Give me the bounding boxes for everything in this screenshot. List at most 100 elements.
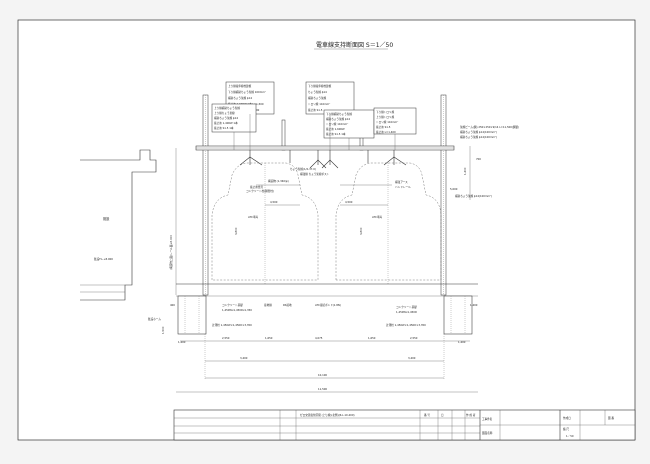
left-base-dim: 1,400 bbox=[178, 340, 186, 344]
note-4-line-0: 下り線補助ちょう架線 bbox=[326, 112, 352, 116]
right-note-3: 補助ちょう架線 ϕ14(100mm²) bbox=[455, 194, 492, 198]
car-right-label: ATC車両 bbox=[372, 215, 382, 219]
label-f: ちょう架線(1/2-37.0) bbox=[290, 167, 316, 171]
title-block-col-a: 番 号 bbox=[424, 413, 430, 417]
dim-d6: 3,400 bbox=[240, 356, 248, 360]
note-5-line-3: 振止め S1.5 bbox=[376, 125, 391, 129]
right-contact-height: 5,000 bbox=[450, 187, 458, 191]
right-note-2: 補助ちょう架線 ϕ14(100mm²) bbox=[460, 135, 497, 139]
left-measure-pole: 計測柱 1,450W×1,450D×3,350 bbox=[212, 323, 252, 327]
note-1-line-0: 上り線電車線柱建植 bbox=[228, 84, 252, 88]
title-block-scale-value: 1／50 bbox=[566, 434, 574, 438]
ground bbox=[176, 283, 478, 297]
right-foundation bbox=[443, 295, 473, 335]
dim-d9: 11,500 bbox=[318, 387, 327, 391]
note-4-line-2: トロリ線 110mm² bbox=[326, 122, 348, 126]
dim-d7: 3,400 bbox=[408, 356, 416, 360]
dim-left-span: 4,500 bbox=[270, 200, 278, 204]
existing-level-label: 既設F.L.+8.000 bbox=[94, 257, 113, 261]
note-4-line-1: 補助ちょう架線 ϕ14 bbox=[326, 117, 350, 121]
right-height-dim: 1,400 bbox=[470, 303, 478, 307]
drawing-title: 電車線支持断面図 S＝1／50 bbox=[316, 41, 393, 49]
car-height-left: 3,800 bbox=[234, 227, 238, 235]
note-2-line-2: 補助ちょう架線 bbox=[308, 96, 327, 100]
note-3-line-1: 上り線ちょう架線 bbox=[214, 111, 235, 115]
dim-d4: 1,650 bbox=[368, 336, 376, 340]
dim-d8: 10,100 bbox=[318, 373, 327, 377]
existing-structure: 既設 既設F.L.+8.000 既設ホーム bbox=[80, 149, 161, 321]
title-block: ゼロ交流電化区間 (上り線)(北側)(R.L.10.400) 番 号 日 作 成… bbox=[173, 409, 636, 441]
label-e: バンドレール bbox=[395, 185, 411, 189]
title-block-row-b: 図面名称 bbox=[482, 431, 493, 435]
note-3-line-3: 振止め 1,400W 1本 bbox=[214, 121, 238, 125]
center-label-b: RS接地 bbox=[283, 303, 292, 307]
center-label-a: 接地線 bbox=[264, 303, 272, 307]
note-2-line-4: 振止め S1.5 bbox=[308, 108, 323, 112]
right-measure-pole: 計測柱 1,450W×1,450D×3,350 bbox=[386, 323, 426, 327]
title-block-drawing-no: 図 番 bbox=[608, 416, 614, 420]
car-left-label: ATC車両 bbox=[248, 215, 258, 219]
note-1-line-2: 補助ちょう架線 ϕ14 bbox=[228, 96, 252, 100]
label-a: コンクリート柱(鋼管柱) bbox=[246, 189, 274, 193]
dim-right-span: 4,500 bbox=[345, 200, 353, 204]
note-5-line-2: トロリ線 110mm² bbox=[376, 120, 398, 124]
existing-label: 既設 bbox=[103, 216, 110, 221]
note-5-line-1: 上り線トロリ線 bbox=[376, 115, 395, 119]
note-5-line-4: 振止め L=1,400 bbox=[376, 130, 396, 134]
left-foundation-size: 1,450Wx1,450Dx1,350 bbox=[222, 308, 252, 312]
title-block-col-c: 作 成 者 bbox=[466, 413, 476, 417]
note-3-line-0: 上り線補助ちょう架線 bbox=[214, 106, 240, 110]
dimension-chain-4: 11,500 bbox=[176, 387, 478, 393]
title-block-scale-label: 縮 尺 bbox=[563, 427, 569, 431]
car-gauges: ATC車両 ATC車両 3,800 3,800 bbox=[211, 162, 442, 285]
height-label: (構造物上面)レール面+6.000 bbox=[169, 235, 173, 270]
label-d: 補強アース bbox=[395, 180, 408, 184]
left-height-dim2: 400 bbox=[170, 303, 175, 307]
note-4-line-4: 振止め S1.5 1本 bbox=[326, 132, 346, 136]
right-pole bbox=[440, 94, 447, 296]
right-notes: 架線ビーム(鋼) 250×250×9/14 L=11,500(鋼製) 補助ちょう… bbox=[450, 125, 519, 198]
right-note-0: 架線ビーム(鋼) 250×250×9/14 L=11,500(鋼製) bbox=[460, 125, 519, 129]
dimension-chain-3: 10,100 bbox=[205, 373, 444, 379]
right-note-1: 補助ちょう架線 ϕ14(100mm²) bbox=[460, 130, 497, 134]
beam bbox=[195, 145, 455, 151]
dimension-chain-1: 2,550 1,650 4,075 1,650 2,550 bbox=[180, 336, 470, 342]
right-base-dim: 1,400 bbox=[458, 340, 466, 344]
dim-d2: 1,650 bbox=[265, 336, 273, 340]
existing-platform-label: 既設ホーム bbox=[148, 317, 161, 321]
note-1-line-1: 下り線補助ちょう架線 100mm² bbox=[228, 90, 266, 94]
left-pole bbox=[202, 94, 209, 296]
note-4-line-3: 振止め 1,600W bbox=[326, 127, 345, 131]
note-3-line-4: 振止め S1.5 1本 bbox=[214, 126, 234, 130]
note-box-5: 下り線トロリ線 上り線トロリ線 トロリ線 110mm² 振止め S1.5 振止め… bbox=[373, 107, 417, 135]
right-foundation-size: 1,450Wx1,450D bbox=[396, 310, 417, 314]
note-box-2: 下り線電車線柱建植 ちょう架線 ϕ14 補助ちょう架線 トロリ線 110mm² … bbox=[305, 81, 355, 115]
label-g: 補強線 ちょう架線ポスト bbox=[300, 172, 330, 176]
title-block-drawing-name: ゼロ交流電化区間 (上り線)(北側)(R.L.10.400) bbox=[300, 413, 355, 417]
car-height-right: 3,800 bbox=[359, 227, 363, 235]
right-foundation-label: コンクリート基礎 bbox=[396, 305, 417, 309]
note-2-line-0: 下り線電車線柱建植 bbox=[308, 84, 332, 88]
left-foundation bbox=[177, 295, 207, 335]
label-c: 構造物 (1,340/φ) bbox=[268, 179, 289, 183]
title-block-col-b: 日 bbox=[441, 414, 444, 417]
catenary bbox=[239, 150, 407, 186]
dim-d1: 2,550 bbox=[222, 336, 230, 340]
note-box-4: 下り線補助ちょう架線 補助ちょう架線 ϕ14 トロリ線 110mm² 振止め 1… bbox=[323, 109, 375, 139]
dim-d3: 4,075 bbox=[315, 336, 323, 340]
right-dim-r1: 1,400 bbox=[463, 167, 467, 175]
title-block-created: 作成日 bbox=[563, 416, 571, 420]
dimension-chain-2: 3,400 3,400 bbox=[205, 356, 444, 362]
label-b: 振止め金具 bbox=[250, 185, 263, 189]
note-5-line-0: 下り線トロリ線 bbox=[376, 110, 395, 114]
right-dim-r2: 700 bbox=[476, 157, 481, 161]
note-2-line-3: トロリ線 110mm² bbox=[308, 102, 330, 106]
note-box-3: 上り線補助ちょう架線 上り線ちょう架線 補助ちょう架線 ϕ14 振止め 1,40… bbox=[211, 103, 257, 133]
note-3-line-2: 補助ちょう架線 ϕ14 bbox=[214, 116, 238, 120]
left-foundation-label: コンクリート基礎 bbox=[222, 303, 243, 307]
center-label-c: ATC接続ボンド(1.8N) bbox=[315, 303, 341, 307]
note-2-line-1: ちょう架線 ϕ14 bbox=[308, 90, 327, 94]
left-height-dim: 1,500 bbox=[161, 326, 165, 334]
